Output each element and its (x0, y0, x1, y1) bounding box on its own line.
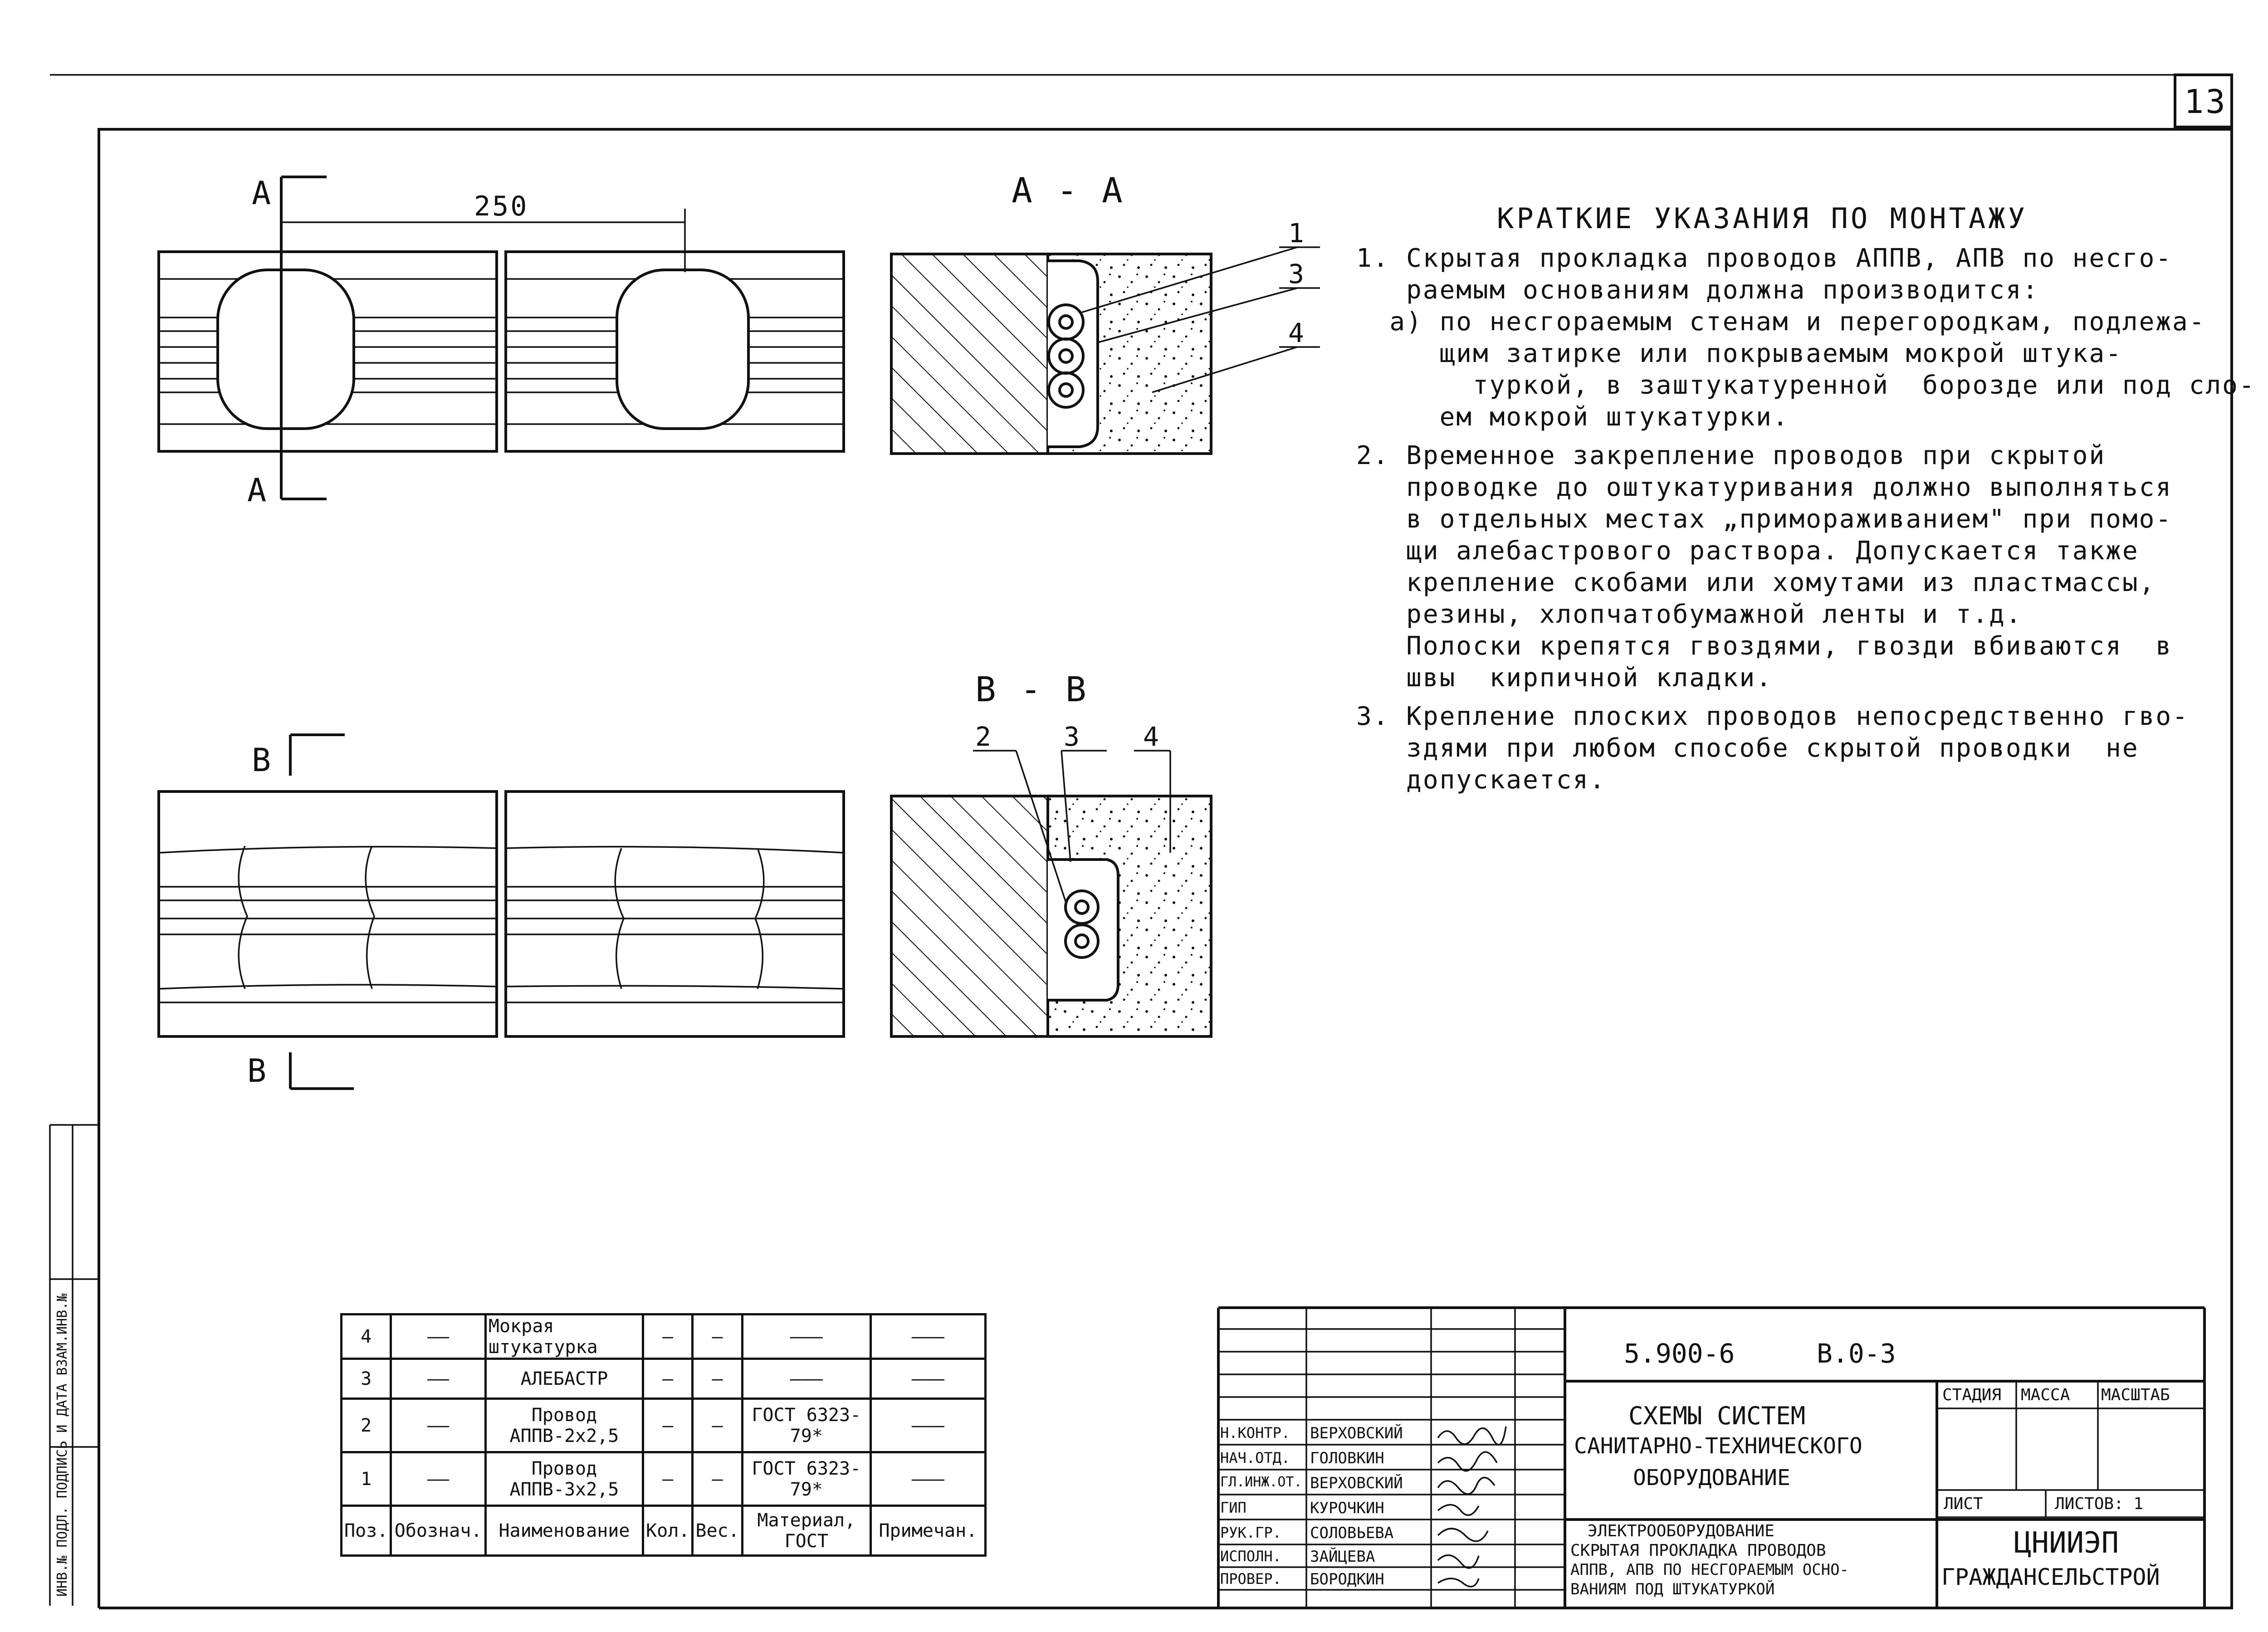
person-name: КУРОЧКИН (1310, 1499, 1384, 1517)
header-designation: Обознач. (390, 1505, 487, 1557)
role-label: Н.КОНТР. (1220, 1424, 1290, 1441)
table-row: 4 —— Мокрая штукатурка — — ——— ——— (340, 1313, 987, 1360)
weight-cell: — (691, 1313, 743, 1360)
org-name-line-2: ГРАЖДАНСЕЛЬСТРОЙ (1941, 1564, 2160, 1590)
table-row: 1 —— Провод АППВ-3x2,5 — — ГОСТ 6323-79*… (340, 1451, 987, 1507)
document-issue: В.0-3 (1817, 1338, 1896, 1369)
mass-label: МАССА (2021, 1386, 2070, 1404)
role-label: РУК.ГР. (1220, 1524, 1281, 1541)
note-3: 3. Крепление плоских проводов непосредст… (1356, 702, 2189, 795)
callout-aa-1: 1 (1288, 218, 1306, 249)
header-name: Наименование (484, 1505, 645, 1557)
person-name: СОЛОВЬЕВА (1310, 1524, 1394, 1542)
person-name: БОРОДКИН (1310, 1570, 1384, 1588)
cut-a-top-label: А (252, 175, 273, 212)
pos-cell: 2 (340, 1397, 392, 1453)
sheet-number: 13 (2184, 83, 2227, 121)
plan-view-b (157, 733, 845, 1090)
pos-cell: 4 (340, 1313, 392, 1360)
designation-cell: —— (390, 1313, 487, 1360)
qty-cell: — (642, 1397, 694, 1453)
name-cell: Мокрая штукатурка (484, 1313, 645, 1360)
cut-b-bottom-label: В (247, 1052, 269, 1090)
callout-aa-3: 3 (1288, 259, 1306, 289)
sheets-count: ЛИСТОВ: 1 (2055, 1495, 2144, 1513)
weight-cell: — (691, 1358, 743, 1400)
header-weight: Вес. (691, 1505, 743, 1557)
material-cell: ——— (741, 1313, 872, 1360)
callout-aa-4: 4 (1288, 318, 1306, 348)
title-main-line-2: САНИТАРНО-ТЕХНИЧЕСКОГО (1574, 1433, 1862, 1459)
table-row: 3 —— АЛЕБАСТР — — ——— ——— (340, 1358, 987, 1400)
section-b-b (890, 750, 1212, 1038)
sheet-label: ЛИСТ (1944, 1495, 1983, 1513)
person-name: ВЕРХОВСКИЙ (1310, 1424, 1403, 1442)
title-block-grid (1217, 1306, 2206, 1608)
title-sub-line-3: АППВ, АПВ ПО НЕСГОРАЕМЫМ ОСНО- (1570, 1561, 1849, 1579)
stage-label: СТАДИЯ (1942, 1386, 2002, 1404)
cut-b-top-label: В (252, 742, 273, 779)
qty-cell: — (642, 1358, 694, 1400)
material-cell: ГОСТ 6323-79* (741, 1397, 872, 1453)
person-name: ГОЛОВКИН (1310, 1449, 1384, 1467)
title-sub-line-4: ВАНИЯМ ПОД ШТУКАТУРКОЙ (1570, 1580, 1775, 1598)
material-cell: ГОСТ 6323-79* (741, 1451, 872, 1507)
title-main-line-1: СХЕМЫ СИСТЕМ (1628, 1402, 1806, 1430)
header-qty: Кол. (642, 1505, 694, 1557)
note-cell: ——— (869, 1397, 987, 1453)
notes-title: КРАТКИЕ УКАЗАНИЯ ПО МОНТАЖУ (1497, 202, 2028, 235)
material-cell: ——— (741, 1358, 872, 1400)
name-cell: АЛЕБАСТР (484, 1358, 645, 1400)
role-label: ГИП (1220, 1499, 1246, 1516)
margin-stamp: ИНВ.№ ПОДЛ. ПОДПИСЬ И ДАТА ВЗАМ.ИНВ.№ (54, 1293, 70, 1597)
role-label: НАЧ.ОТД. (1220, 1449, 1290, 1466)
note-cell: ——— (869, 1313, 987, 1360)
role-label: ПРОВЕР. (1220, 1570, 1281, 1588)
plan-view-a (157, 176, 845, 500)
sheet-frame (98, 128, 2233, 1609)
role-label: ГЛ.ИНЖ.ОТ. (1220, 1474, 1302, 1490)
margin-stamp-lines (49, 1124, 99, 1606)
title-main-line-3: ОБОРУДОВАНИЕ (1633, 1465, 1790, 1490)
section-b-b-title: В - В (975, 669, 1088, 709)
table-row: 2 —— Провод АППВ-2x2,5 — — ГОСТ 6323-79*… (340, 1397, 987, 1453)
title-sub-line-2: СКРЫТАЯ ПРОКЛАДКА ПРОВОДОВ (1570, 1541, 1826, 1560)
section-a-a-title: А - А (1012, 170, 1124, 210)
name-cell: Провод АППВ-3x2,5 (484, 1451, 645, 1507)
header-pos: Поз. (340, 1505, 392, 1557)
designation-cell: —— (390, 1358, 487, 1400)
spec-table: 4 —— Мокрая штукатурка — — ——— ——— 3 —— … (340, 1313, 987, 1557)
section-a-a (890, 246, 1320, 455)
callout-bb-3: 3 (1064, 721, 1081, 752)
callout-bb-2: 2 (975, 721, 993, 752)
pos-cell: 3 (340, 1358, 392, 1400)
note-2: 2. Временное закрепление проводов при ск… (1356, 441, 2173, 693)
header-material: Материал, ГОСТ (741, 1505, 872, 1557)
header-note: Примечан. (869, 1505, 987, 1557)
org-name-line-1: ЦНИИЭП (2014, 1526, 2119, 1560)
note-cell: ——— (869, 1451, 987, 1507)
note-1: 1. Скрытая прокладка проводов АППВ, АПВ … (1356, 244, 2256, 432)
dimension-250: 250 (474, 191, 529, 222)
cut-a-bottom-label: А (247, 472, 269, 509)
person-name: ЗАЙЦЕВА (1310, 1548, 1375, 1566)
sheet-number-box (2174, 73, 2233, 128)
qty-cell: — (642, 1313, 694, 1360)
title-sub-line-1: ЭЛЕКТРООБОРУДОВАНИЕ (1588, 1522, 1774, 1540)
table-header-row: Поз. Обознач. Наименование Кол. Вес. Мат… (340, 1505, 987, 1557)
callout-bb-4: 4 (1143, 721, 1161, 752)
qty-cell: — (642, 1451, 694, 1507)
pos-cell: 1 (340, 1451, 392, 1507)
weight-cell: — (691, 1451, 743, 1507)
document-code: 5.900-6 (1624, 1338, 1735, 1369)
name-cell: Провод АППВ-2x2,5 (484, 1397, 645, 1453)
note-cell: ——— (869, 1358, 987, 1400)
role-label: ИСПОЛН. (1220, 1548, 1281, 1565)
weight-cell: — (691, 1397, 743, 1453)
scale-label: МАСШТАБ (2101, 1386, 2170, 1404)
designation-cell: —— (390, 1451, 487, 1507)
person-name: ВЕРХОВСКИЙ (1310, 1474, 1403, 1492)
designation-cell: —— (390, 1397, 487, 1453)
